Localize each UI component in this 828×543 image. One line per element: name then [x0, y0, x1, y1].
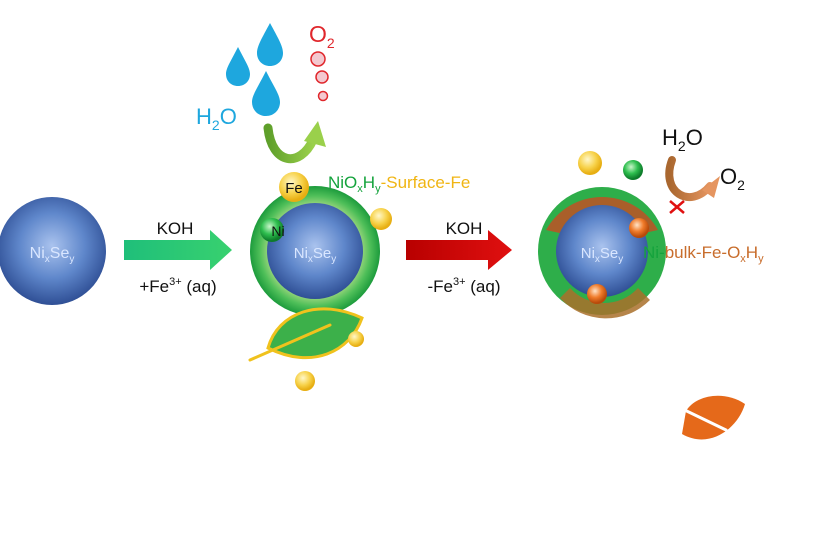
blocked-cross-icon [669, 200, 685, 214]
fe-ball [578, 151, 602, 175]
step-1-top-label: KOH [157, 219, 194, 238]
fe-ball [295, 371, 315, 391]
water-label-2: H2O [662, 125, 703, 154]
ni-ball [260, 218, 284, 242]
oxygen-label: O2 [309, 21, 335, 51]
particle-2-core-label: NixSey [294, 245, 337, 265]
water-label: H2O [196, 104, 237, 133]
particle-3-core [556, 205, 648, 297]
oxygen-bubble-icon [317, 90, 329, 102]
blocked-curve-arrow [665, 156, 714, 201]
particle-2-core [267, 203, 363, 299]
surface-label: NiOxHy-Surface-Fe [328, 173, 470, 195]
step-1: KOH +Fe3+ (aq) [124, 219, 232, 296]
particle-3-shell-brown [546, 196, 658, 234]
orange-leaf-group [666, 395, 745, 440]
step-2: KOH -Fe3+ (aq) [406, 219, 512, 296]
catalysis-curve-arrow-head [304, 121, 326, 147]
step-2-top-label: KOH [446, 219, 483, 238]
step-2-bottom-label: -Fe3+ (aq) [427, 276, 500, 296]
green-leaf-icon [266, 307, 364, 360]
fe-ball [279, 172, 309, 202]
blocked-curve-arrow-head [702, 176, 720, 198]
orange-leaf-icon [682, 395, 745, 440]
particle-3: NixSey [538, 187, 666, 319]
fe-ball-small [370, 208, 392, 230]
oxygen-bubbles [310, 51, 329, 102]
fe-orange-ball [629, 218, 649, 238]
step-1-bottom-label: +Fe3+ (aq) [139, 276, 216, 296]
orange-leaf-vein [666, 400, 728, 432]
oxygen-label-2: O2 [720, 164, 745, 193]
particle-3-shell-brown-bottom [560, 288, 650, 319]
fe-label: Fe [285, 180, 303, 197]
particle-3-core-label: NixSey [581, 245, 624, 265]
green-leaf-group [248, 307, 364, 391]
water-drops [226, 23, 283, 116]
green-arrow [124, 230, 232, 270]
water-drop-icon [257, 23, 283, 66]
particle-1: NixSey [0, 197, 106, 305]
green-leaf-vein [248, 323, 332, 362]
bulk-label: Ni-bulk-Fe-OxHy [643, 243, 764, 265]
oxygen-bubble-icon [315, 70, 329, 84]
fe-orange-ball [587, 284, 607, 304]
particle-2: NixSey Fe Ni NiOxHy-Surface-Fe [250, 172, 470, 316]
particle-1-core [0, 197, 106, 305]
ni-ball [623, 160, 643, 180]
catalysis-curve-arrow [263, 123, 318, 164]
ni-label: Ni [271, 223, 284, 239]
fe-ball [348, 331, 364, 347]
oxygen-bubble-icon [310, 51, 326, 67]
water-drop-icon [252, 71, 280, 116]
water-drop-icon [226, 47, 250, 86]
red-arrow [406, 230, 512, 270]
particle-1-core-label: NixSey [30, 245, 75, 265]
